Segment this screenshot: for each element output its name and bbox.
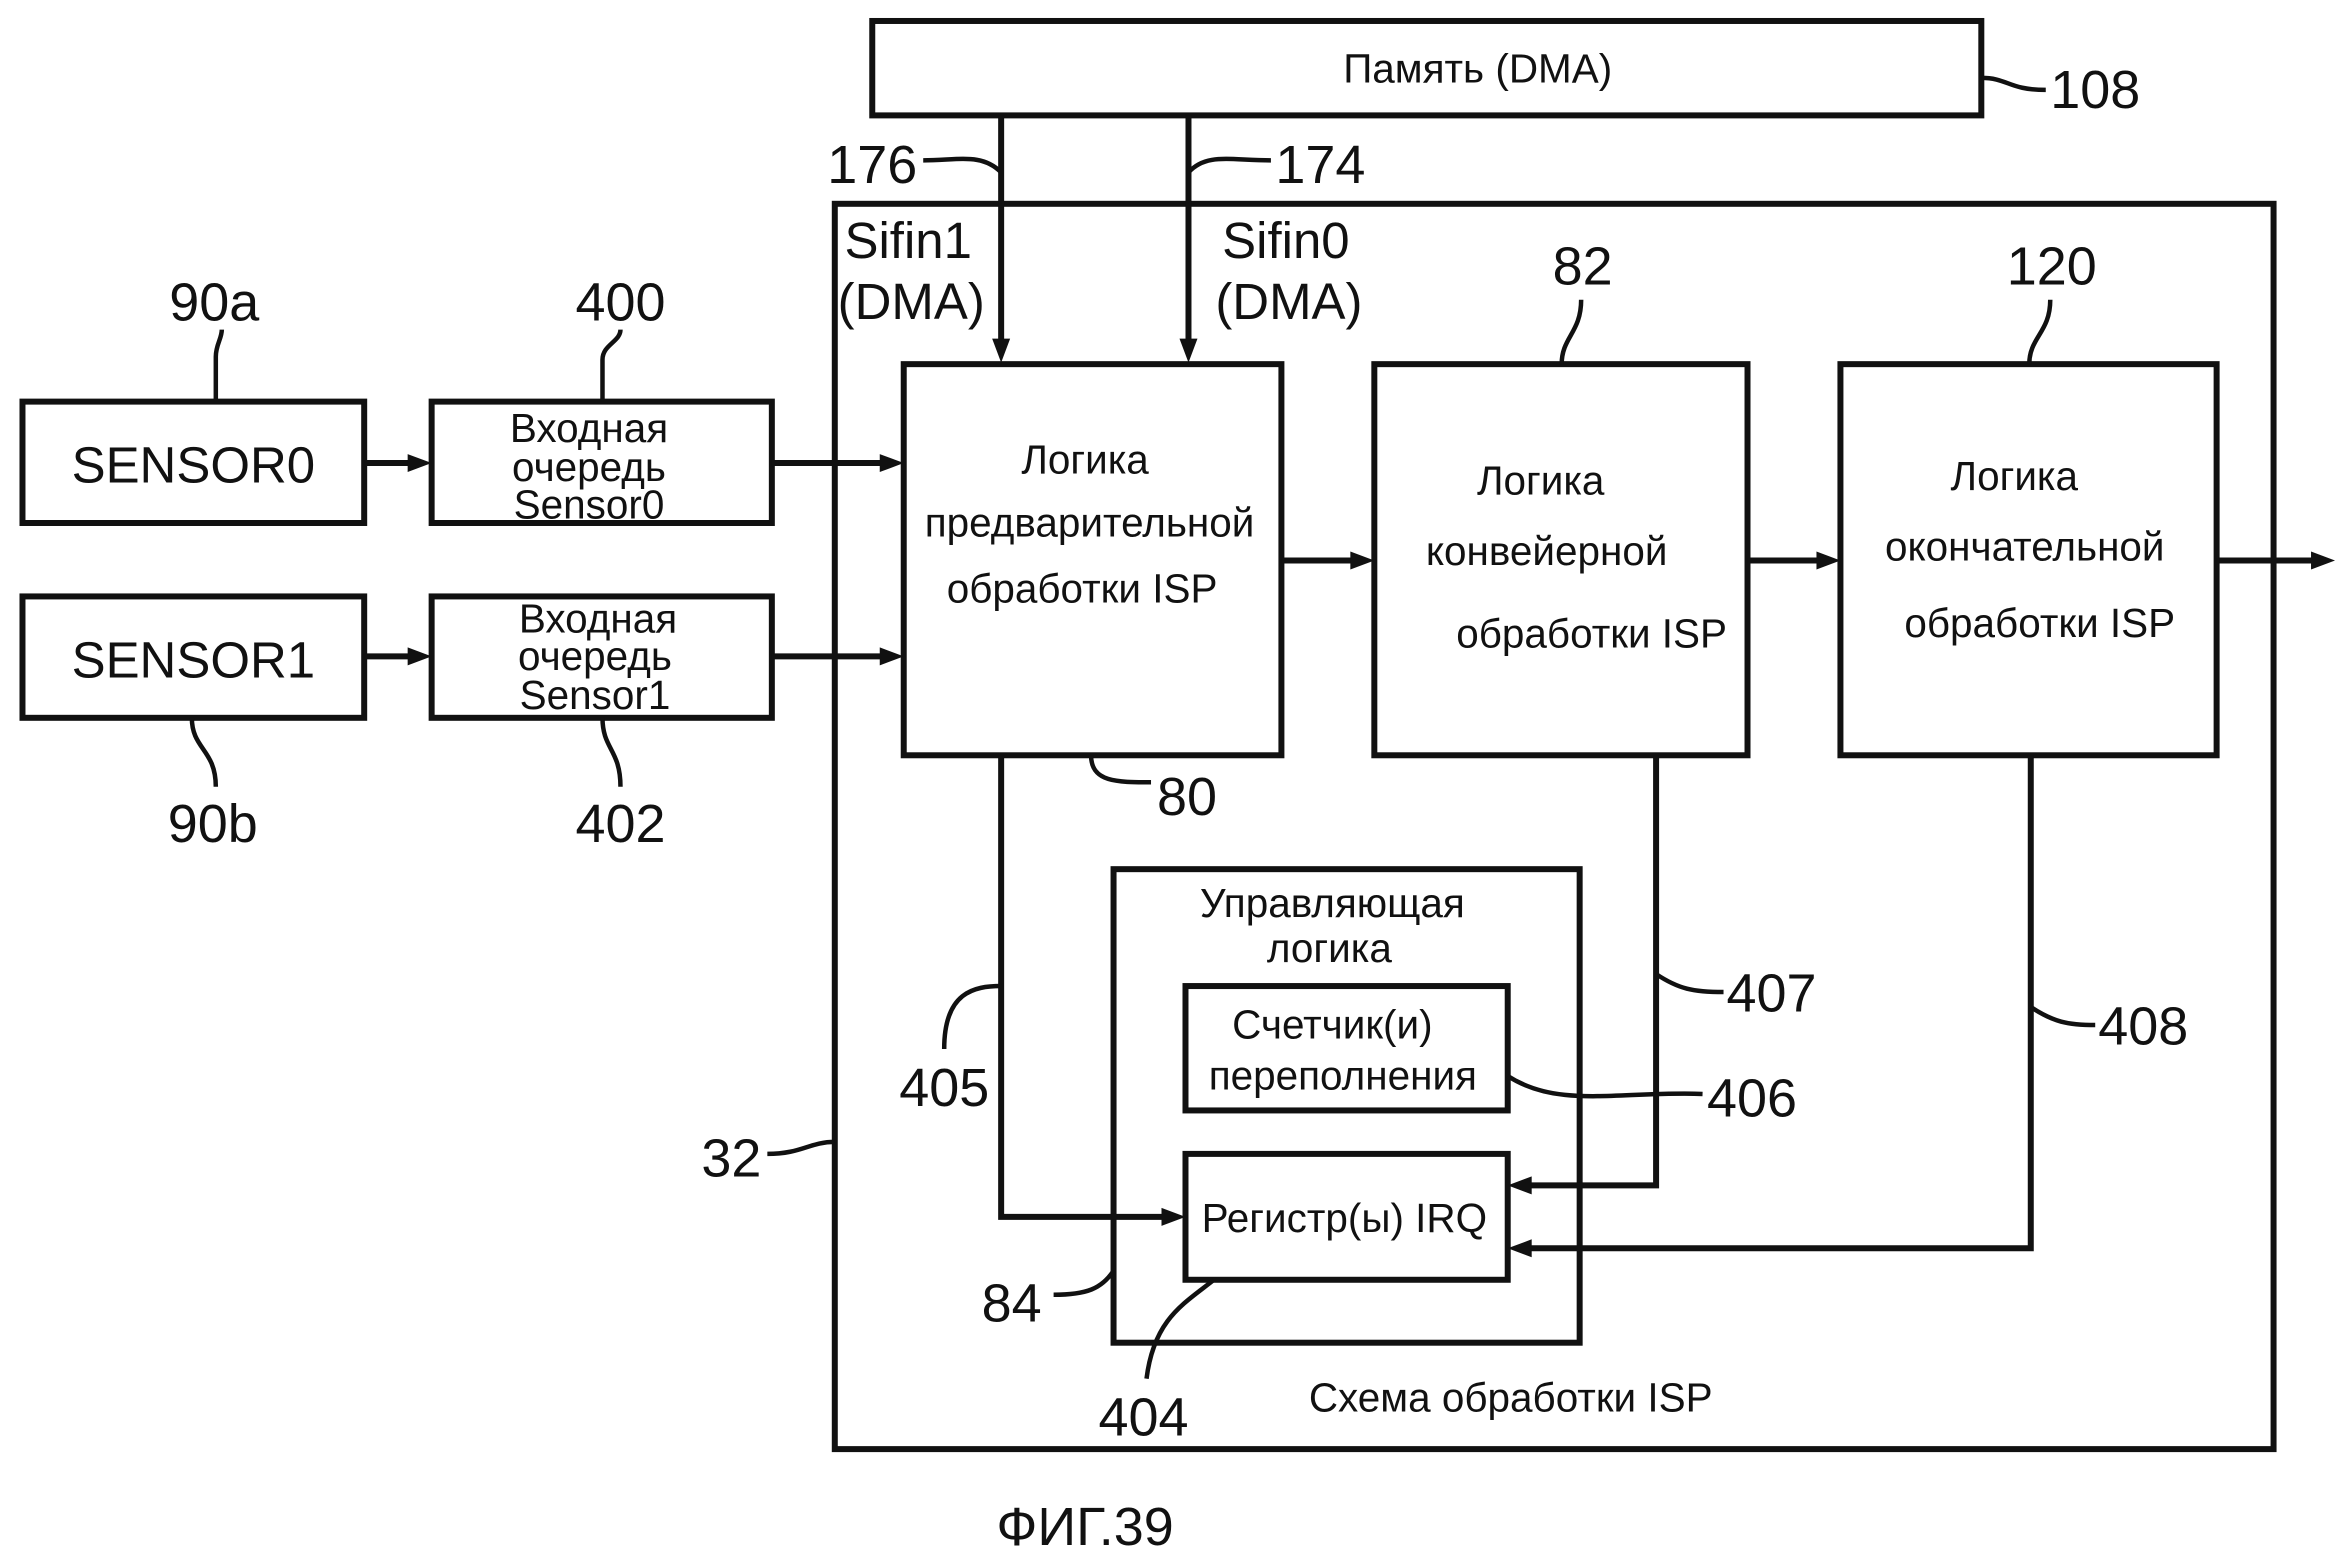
backend-ref: 120 [2007, 237, 2097, 297]
isp-ref-leader [767, 1139, 835, 1157]
irq-label: Регистр(ы) IRQ [1202, 1195, 1487, 1241]
frontend-irq-ref: 405 [899, 1058, 989, 1118]
queue0-line2: очередь [512, 444, 666, 490]
frontend-ref-leader [1088, 755, 1152, 785]
sifin0-ref: 174 [1275, 135, 1365, 195]
pipeline-irq-arrowhead [1507, 1176, 1532, 1195]
counter-line1: Счетчик(и) [1232, 1002, 1432, 1048]
sensor0-queue-arrowhead [407, 454, 432, 473]
frontend-irq-line [998, 755, 1165, 1220]
sifin1-dma-label: (DMA) [838, 273, 985, 330]
queue-sensor0-block [428, 398, 775, 526]
frontend-line3: обработки ISP [947, 565, 1218, 611]
pipeline-ref-leader [1559, 299, 1584, 365]
queue0-ref-leader [600, 329, 623, 402]
backend-output-arrowhead [2311, 551, 2336, 570]
sifin1-ref: 176 [827, 135, 917, 195]
isp-circuit-label: Схема обработки ISP [1309, 1375, 1713, 1421]
sifin1-label: Sifin1 [845, 212, 972, 269]
queue1-line1: Входная [519, 595, 677, 641]
sifin0-ref-leader [1186, 156, 1271, 174]
sensor0-label: SENSOR0 [72, 437, 315, 494]
frontend-logic-block [900, 361, 1285, 759]
pipeline-line1: Логика [1477, 458, 1605, 504]
frontend-irq-ref-leader [941, 983, 1002, 1049]
pipeline-irq-ref-leader [1654, 972, 1724, 995]
queue1-line2: очередь [518, 633, 672, 679]
sensor0-block [19, 398, 368, 526]
backend-irq-ref-leader [2029, 1005, 2096, 1028]
pipeline-irq-ref: 407 [1727, 964, 1817, 1024]
pipeline-line3: обработки ISP [1456, 610, 1727, 656]
pipeline-ref: 82 [1553, 237, 1613, 297]
sensor1-label: SENSOR1 [72, 631, 315, 688]
irq-ref: 404 [1099, 1388, 1189, 1448]
figure-caption: ФИГ.39 [996, 1497, 1173, 1557]
memory-ref-leader [1981, 75, 2046, 93]
sifin0-label: Sifin0 [1222, 212, 1349, 269]
sifin1-ref-leader [923, 156, 1003, 174]
frontend-ref: 80 [1157, 767, 1217, 827]
frontend-line2: предварительной [925, 499, 1255, 545]
irq-register-block [1182, 1150, 1511, 1283]
queue1-frontend-arrowhead [879, 647, 904, 666]
sifin1-arrowhead [992, 338, 1011, 363]
queue1-ref-leader [600, 717, 623, 787]
control-ref-leader [1053, 1269, 1116, 1298]
memory-dma-label: Память (DMA) [1343, 45, 1612, 91]
sensor0-ref-leader [213, 329, 225, 402]
control-line2: логика [1267, 925, 1393, 971]
sensor1-queue-arrowhead [407, 647, 432, 666]
counter-ref: 406 [1707, 1068, 1797, 1128]
frontend-irq-arrowhead [1161, 1207, 1186, 1226]
backend-irq-arrowhead [1507, 1239, 1532, 1258]
overflow-counter-block [1182, 983, 1511, 1114]
sensor1-ref: 90b [168, 794, 258, 854]
pipeline-backend-arrowhead [1816, 551, 1841, 570]
sifin0-arrowhead [1179, 338, 1198, 363]
memory-dma-block [869, 17, 1985, 119]
queue1-line3: Sensor1 [520, 672, 671, 718]
counter-line2: переполнения [1209, 1052, 1477, 1098]
counter-ref-leader [1506, 1074, 1703, 1099]
sensor1-block [19, 593, 368, 721]
control-line1: Управляющая [1200, 880, 1465, 926]
backend-logic-block [1837, 361, 2220, 759]
backend-irq-line [1528, 755, 2034, 1252]
frontend-line1: Логика [1021, 437, 1149, 483]
backend-ref-leader [2027, 299, 2053, 365]
control-ref: 84 [982, 1274, 1042, 1334]
backend-line2: окончательной [1885, 523, 2165, 569]
queue0-line1: Входная [510, 405, 668, 451]
queue0-frontend-arrowhead [879, 454, 904, 473]
queue1-ref: 402 [575, 794, 665, 854]
pipeline-irq-line [1528, 755, 1660, 1189]
pipeline-line2: конвейерной [1426, 528, 1668, 574]
sensor1-ref-leader [189, 717, 219, 787]
queue-sensor1-block [428, 593, 775, 721]
isp-ref: 32 [701, 1128, 761, 1188]
queue0-ref: 400 [575, 273, 665, 333]
backend-irq-ref: 408 [2098, 997, 2188, 1057]
frontend-pipeline-arrowhead [1350, 551, 1375, 570]
sensor0-ref: 90a [169, 273, 259, 333]
pipeline-logic-block [1371, 361, 1751, 759]
backend-line3: обработки ISP [1904, 600, 2175, 646]
sifin0-dma-label: (DMA) [1215, 273, 1362, 330]
memory-ref: 108 [2050, 60, 2140, 120]
backend-line1: Логика [1951, 453, 2079, 499]
queue0-line3: Sensor0 [514, 482, 665, 528]
irq-ref-leader [1144, 1278, 1216, 1379]
